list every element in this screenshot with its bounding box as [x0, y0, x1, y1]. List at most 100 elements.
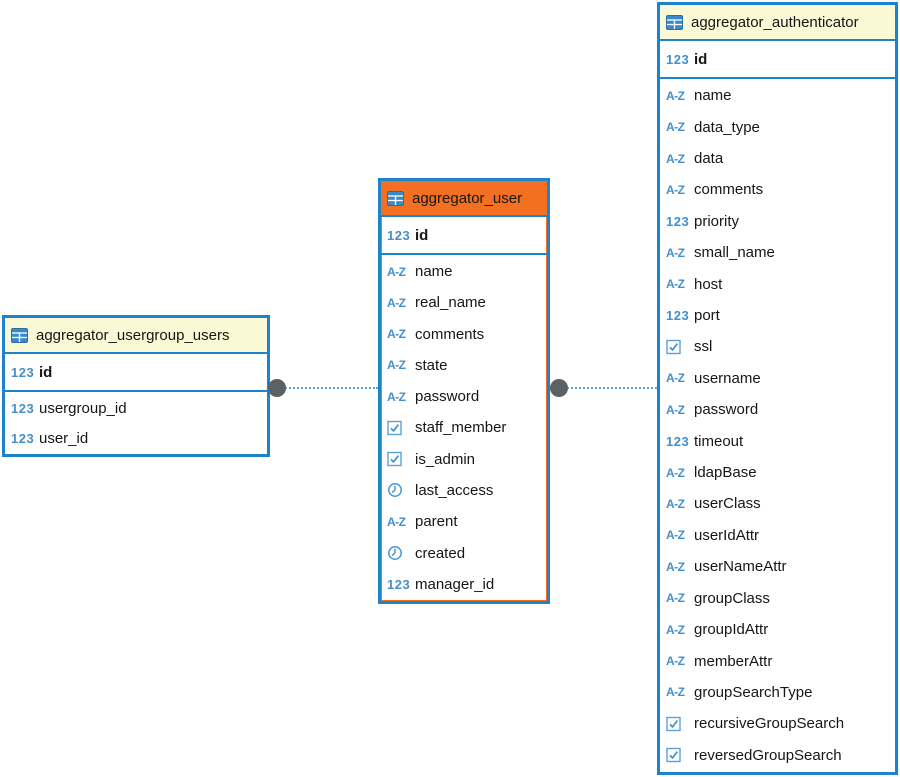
- text-type-icon: A-Z: [387, 295, 406, 310]
- column-name: groupClass: [694, 589, 770, 607]
- column-staff_member[interactable]: staff_member: [381, 412, 547, 443]
- numeric-type-icon: 123: [666, 308, 690, 324]
- table-grid-icon: [666, 14, 683, 30]
- column-userClass[interactable]: A-Z userClass: [660, 488, 895, 519]
- column-recursiveGroupSearch[interactable]: recursiveGroupSearch: [660, 708, 895, 739]
- numeric-type-icon: 123: [11, 430, 35, 446]
- column-name: memberAttr: [694, 652, 773, 670]
- column-name: usergroup_id: [39, 399, 127, 417]
- column-name: created: [415, 544, 466, 562]
- table-header[interactable]: aggregator_user: [381, 181, 547, 217]
- column-name: data_type: [694, 118, 760, 136]
- column-name: data: [694, 150, 724, 168]
- column-name: userIdAttr: [694, 526, 760, 544]
- column-name: id: [694, 50, 708, 68]
- column-name: parent: [415, 513, 458, 531]
- relationship-line-user-to-authenticator[interactable]: [564, 387, 657, 389]
- table-header[interactable]: aggregator_authenticator: [660, 5, 895, 41]
- text-type-icon: A-Z: [666, 371, 685, 386]
- column-data[interactable]: A-Z data: [660, 143, 895, 174]
- text-type-icon: A-Z: [666, 277, 685, 292]
- checkbox-icon: [666, 339, 694, 355]
- column-username[interactable]: A-Z username: [660, 363, 895, 394]
- column-name: ldapBase: [694, 464, 757, 482]
- checkbox-icon: [387, 451, 415, 467]
- relationship-node[interactable]: [550, 379, 568, 397]
- text-type-icon: A-Z: [666, 151, 685, 166]
- text-type-icon: A-Z: [387, 389, 406, 404]
- column-last_access[interactable]: last_access: [381, 475, 547, 506]
- column-data_type[interactable]: A-Z data_type: [660, 111, 895, 142]
- text-type-icon: A-Z: [387, 358, 406, 373]
- text-type-icon: A-Z: [666, 528, 685, 543]
- table-header[interactable]: aggregator_usergroup_users: [5, 318, 267, 354]
- text-type-icon: A-Z: [666, 245, 685, 260]
- text-type-icon: A-Z: [387, 264, 406, 279]
- clock-icon: [387, 482, 415, 498]
- relationship-line-usergroup_users-to-user[interactable]: [282, 387, 378, 389]
- column-reversedGroupSearch[interactable]: reversedGroupSearch: [660, 740, 895, 771]
- clock-icon: [387, 545, 415, 561]
- column-ldapBase[interactable]: A-Z ldapBase: [660, 457, 895, 488]
- checkbox-icon: [666, 716, 694, 732]
- column-name: state: [415, 356, 448, 374]
- numeric-type-icon: 123: [387, 227, 411, 243]
- text-type-icon: A-Z: [666, 120, 685, 135]
- column-state[interactable]: A-Z state: [381, 350, 547, 381]
- column-is_admin[interactable]: is_admin: [381, 444, 547, 475]
- column-userIdAttr[interactable]: A-Z userIdAttr: [660, 520, 895, 551]
- column-groupSearchType[interactable]: A-Z groupSearchType: [660, 677, 895, 708]
- numeric-type-icon: 123: [666, 213, 690, 229]
- column-name: userClass: [694, 495, 761, 513]
- relationship-node[interactable]: [268, 379, 286, 397]
- text-type-icon: A-Z: [666, 685, 685, 700]
- numeric-type-icon: 123: [387, 576, 411, 592]
- text-type-icon: A-Z: [666, 465, 685, 480]
- text-type-icon: A-Z: [666, 496, 685, 511]
- column-name: comments: [415, 325, 485, 343]
- numeric-type-icon: 123: [11, 364, 35, 380]
- column-created[interactable]: created: [381, 537, 547, 568]
- text-type-icon: A-Z: [666, 182, 685, 197]
- column-name: staff_member: [415, 419, 507, 437]
- column-name: username: [694, 369, 761, 387]
- column-name: groupSearchType: [694, 683, 813, 701]
- column-name: ssl: [694, 338, 713, 356]
- column-ssl[interactable]: ssl: [660, 331, 895, 362]
- table-title: aggregator_authenticator: [691, 13, 859, 31]
- numeric-type-icon: 123: [666, 51, 690, 67]
